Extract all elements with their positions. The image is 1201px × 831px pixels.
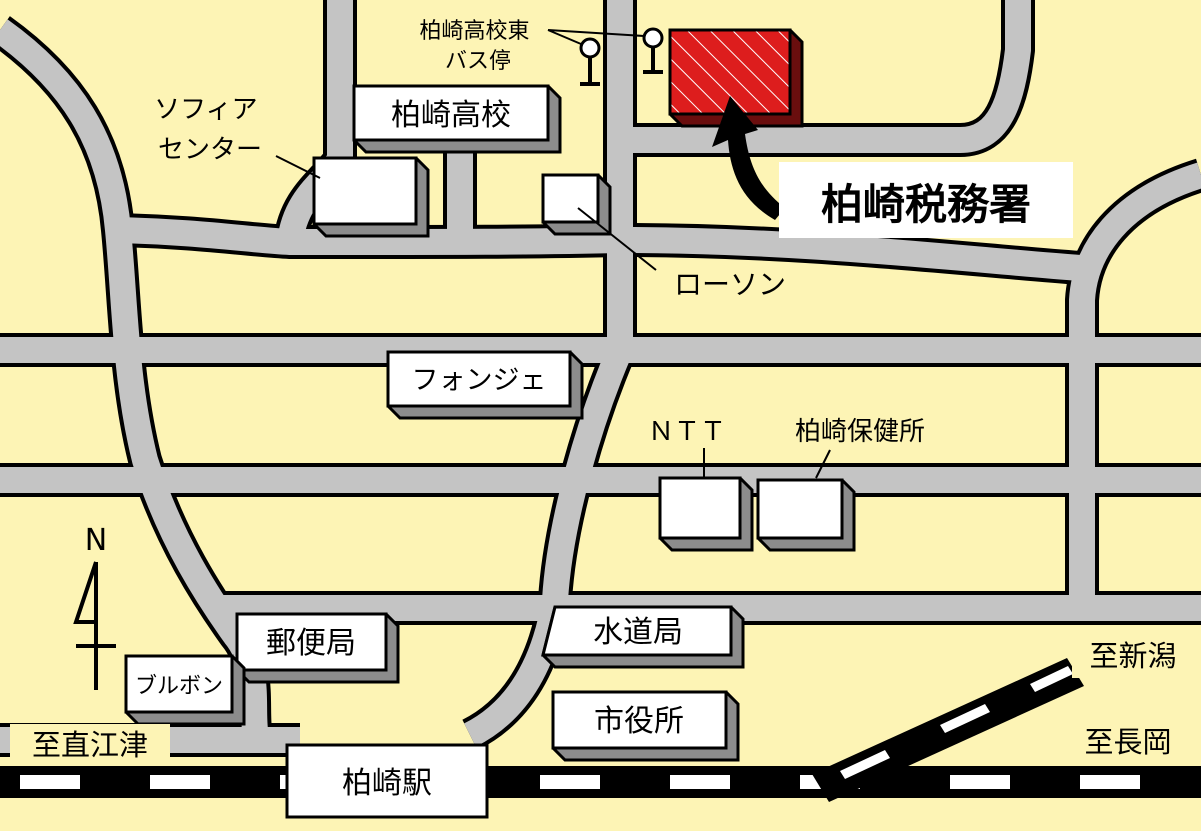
lawson-label: ローソン xyxy=(674,268,786,301)
station-label: 柏崎駅 xyxy=(342,766,432,801)
sofia-center-label-text-line-2: センター xyxy=(158,135,262,165)
direction-nagaoka-label: 至長岡 xyxy=(1084,725,1171,759)
water-bureau-label: 水道局 xyxy=(593,615,683,650)
sofia-center-label: ソフィア センター xyxy=(154,95,266,165)
bus-stop-icon[interactable] xyxy=(547,27,664,86)
direction-niigata-label: 至新潟 xyxy=(1089,639,1176,673)
ntt-label: ＮＴＴ xyxy=(648,417,726,447)
health-center-label: 柏崎保健所 xyxy=(795,417,925,447)
bus-stop-label-text-line-2: バス停 xyxy=(445,49,511,74)
target-label-box: 柏崎税務署 xyxy=(779,162,1073,238)
fonje-label: フォンジェ xyxy=(412,365,547,396)
bus-stop-label: 柏崎高校東 バス停 xyxy=(419,19,536,74)
landmark-post-office[interactable]: 郵便局 xyxy=(235,612,400,684)
city-hall-label: 市役所 xyxy=(594,704,684,739)
landmark-fonje[interactable]: フォンジェ xyxy=(386,350,584,420)
post-office-label: 郵便局 xyxy=(266,626,356,661)
sofia-center-leader-line xyxy=(275,155,321,179)
direction-naoetsu-label: 至直江津 xyxy=(32,728,148,762)
sofia-center-label-text: ソフィア xyxy=(154,95,257,125)
landmark-ntt[interactable] xyxy=(658,476,754,552)
landmark-health-center[interactable] xyxy=(756,478,856,552)
target-label: 柏崎税務署 xyxy=(821,180,1031,229)
health-center-leader-line xyxy=(815,449,831,479)
landmark-sofia-center[interactable] xyxy=(312,156,430,238)
lawson-leader-line xyxy=(577,207,657,271)
landmark-city-hall[interactable]: 市役所 xyxy=(551,690,740,762)
bourbon-label: ブルボン xyxy=(135,674,223,699)
direction-nagaoka: 至長岡 xyxy=(1072,720,1201,764)
compass-label: N xyxy=(85,523,107,558)
bus-stop-label-text: 柏崎高校東 xyxy=(419,19,529,44)
landmark-high-school[interactable]: 柏崎高校 xyxy=(352,84,562,154)
north-arrow-icon xyxy=(73,561,116,690)
railway-line xyxy=(0,658,1201,802)
station-building[interactable]: 柏崎駅 xyxy=(285,743,489,819)
direction-naoetsu: 至直江津 xyxy=(10,724,170,764)
direction-niigata: 至新潟 xyxy=(1072,632,1201,678)
landmark-bourbon[interactable]: ブルボン xyxy=(124,654,246,726)
compass: N xyxy=(73,523,116,690)
high-school-label: 柏崎高校 xyxy=(391,98,511,133)
landmark-water-bureau[interactable]: 水道局 xyxy=(541,605,745,669)
target-pointer-arrow xyxy=(712,96,785,220)
